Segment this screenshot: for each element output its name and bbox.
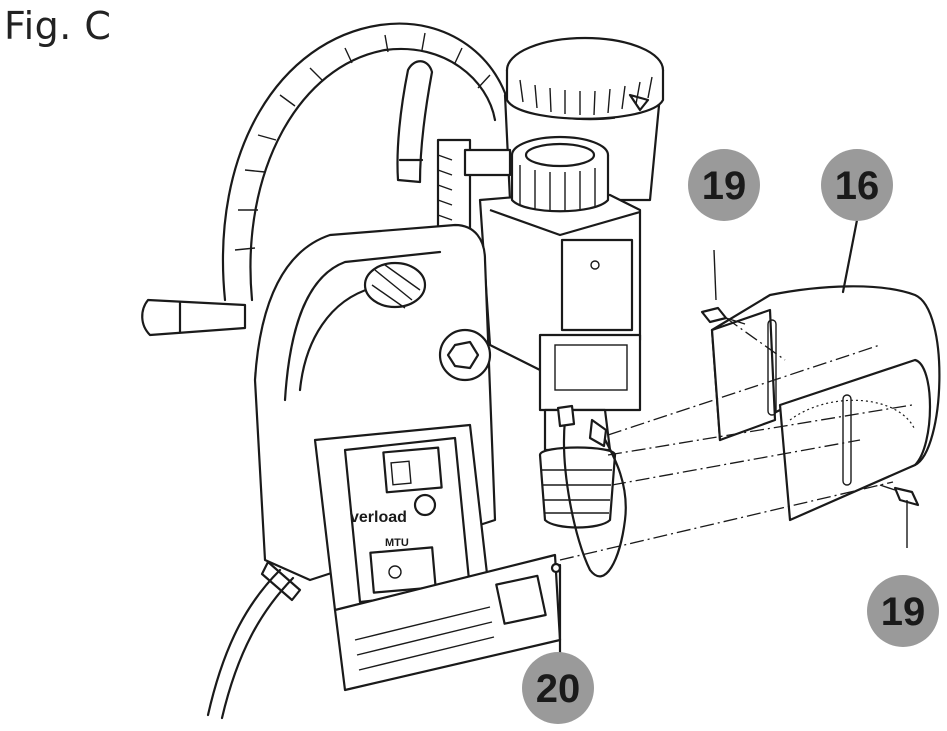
callout-19-top-label: 19: [702, 164, 747, 208]
callout-19-bottom-label: 19: [881, 590, 926, 634]
spindle-collar: [510, 135, 610, 213]
handle-top: [396, 60, 434, 184]
callout-20-label: 20: [536, 667, 581, 711]
wing-screw-bottom: [879, 484, 920, 548]
alignment-lines: [559, 317, 913, 561]
overload-label: verload: [350, 509, 407, 526]
leader-lines: [558, 213, 860, 657]
callout-19-bottom: 19: [867, 575, 939, 647]
magnetic-base: [333, 553, 562, 692]
coiled-hose: [221, 22, 512, 302]
power-cable: [206, 560, 302, 720]
callout-16-label: 16: [835, 164, 880, 208]
figure-title: Fig. C: [4, 4, 112, 48]
model-mark: MTU: [385, 537, 409, 549]
chip-guard: [710, 285, 941, 522]
gearbox: [478, 193, 642, 412]
callout-16: 16: [821, 149, 893, 221]
control-panel: verload MTU: [313, 423, 492, 612]
callout-20: 20: [522, 652, 594, 724]
feed-handle: [141, 298, 247, 337]
callout-19-top: 19: [688, 149, 760, 221]
arbor-and-coolant: [538, 404, 627, 578]
rack-column: [436, 138, 512, 232]
